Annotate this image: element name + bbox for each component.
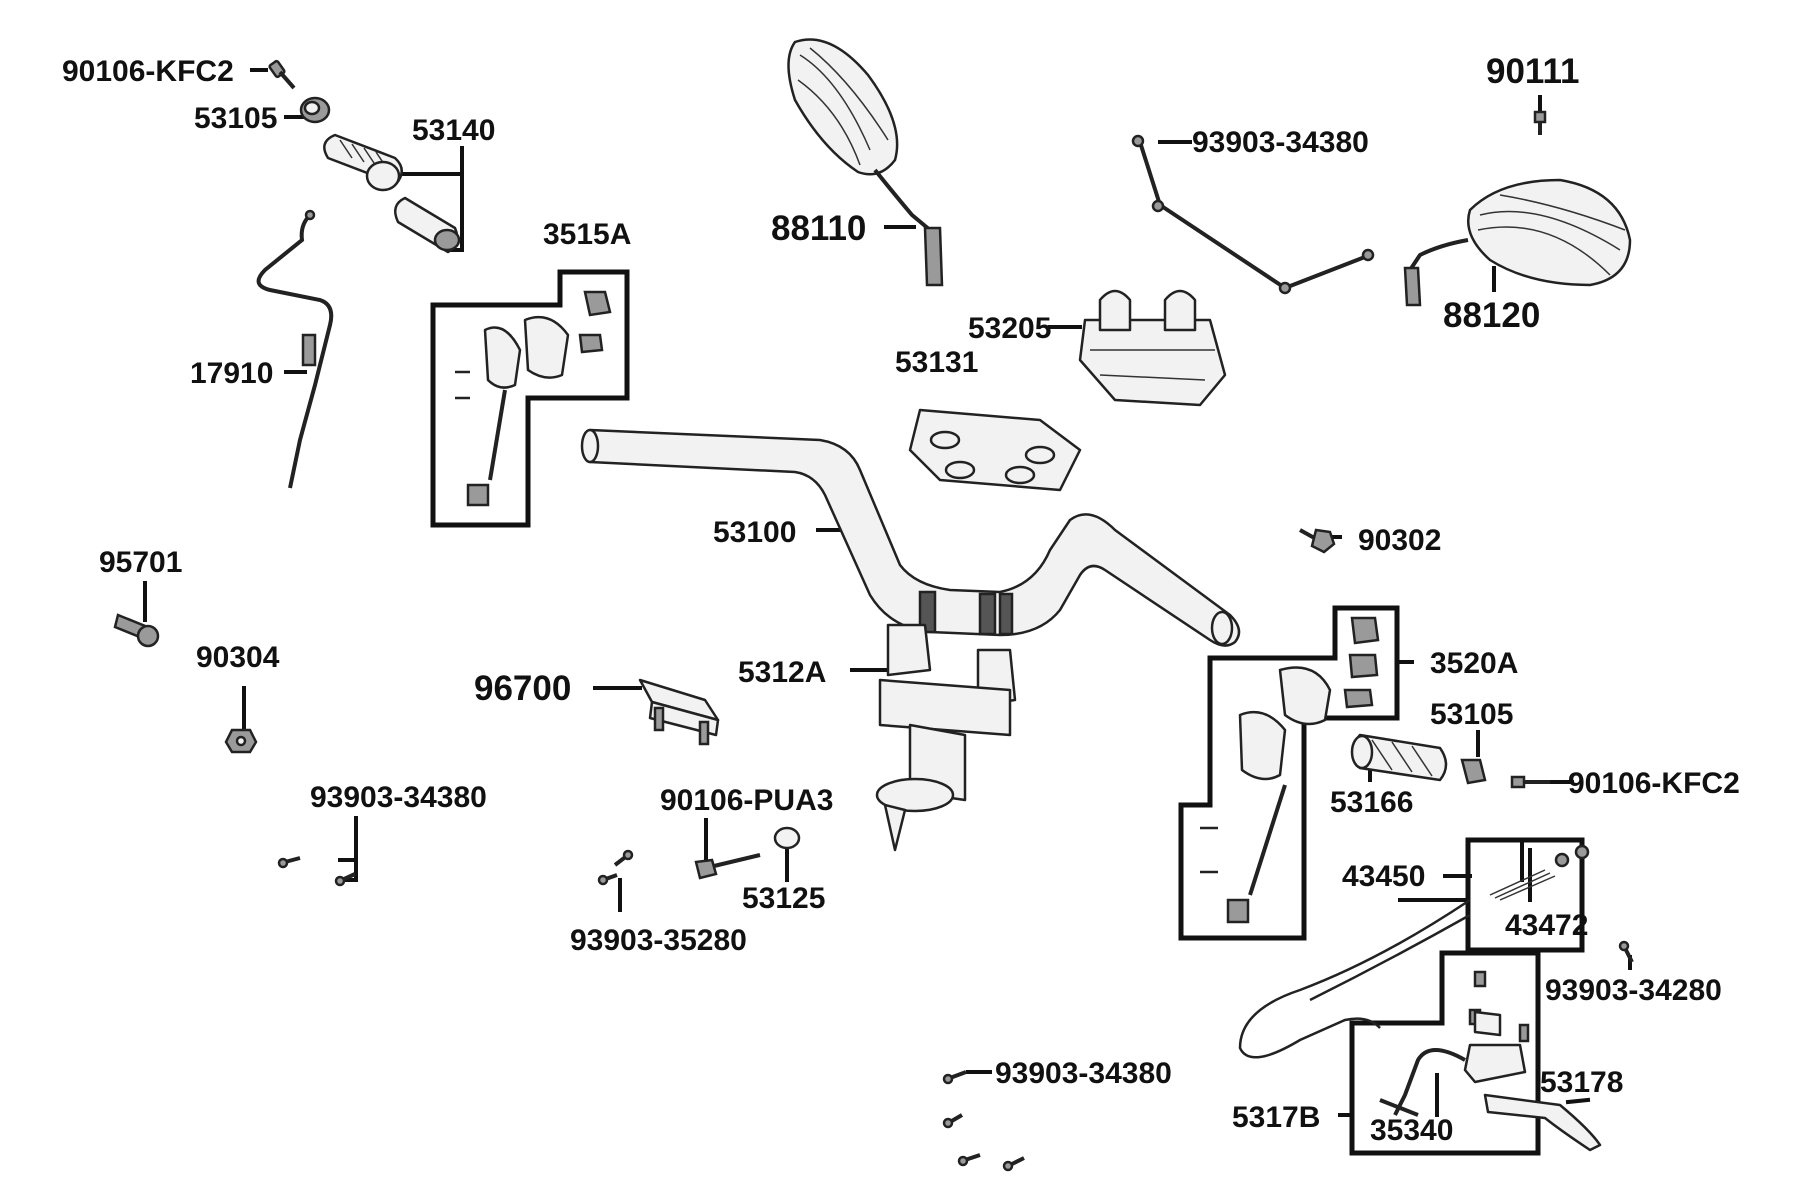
- nut-90302: [1299, 528, 1336, 554]
- screws-93903-34380-left: [277, 856, 356, 887]
- label-53166: 53166: [1330, 786, 1413, 819]
- bolt-95701: [113, 613, 160, 648]
- screw-93903-34280: [1618, 940, 1634, 963]
- label-43450: 43450: [1342, 860, 1425, 893]
- label-95701: 95701: [99, 546, 182, 579]
- label-88120: 88120: [1443, 296, 1540, 335]
- holder-5312a: [875, 623, 1017, 852]
- mirror-88120-right: [1403, 178, 1632, 307]
- label-53178: 53178: [1540, 1066, 1623, 1099]
- label-53125: 53125: [742, 882, 825, 915]
- screws-93903-35280: [597, 849, 634, 886]
- label-93903-34380-top: 93903-34380: [1192, 126, 1369, 159]
- label-53100: 53100: [713, 516, 796, 549]
- label-88110: 88110: [771, 209, 866, 248]
- group-box-3520a: [1178, 605, 1400, 941]
- label-93903-34280: 93903-34280: [1545, 974, 1722, 1007]
- label-53105-left: 53105: [194, 102, 277, 135]
- label-96700: 96700: [474, 669, 571, 708]
- label-90106-kfc2-left: 90106-KFC2: [62, 55, 234, 88]
- label-53140: 53140: [412, 114, 495, 147]
- screws-93903-34380-bottom: [942, 1070, 1025, 1172]
- bar-end-53105-right: [1460, 758, 1487, 785]
- label-93903-34380-left: 93903-34380: [310, 781, 487, 814]
- label-93903-34380-bottom: 93903-34380: [995, 1057, 1172, 1090]
- handlebar-53100: [580, 428, 1241, 647]
- label-3515a: 3515A: [543, 218, 631, 251]
- throttle-cable-17910: [256, 209, 334, 489]
- label-35340: 35340: [1370, 1114, 1453, 1147]
- label-5317b: 5317B: [1232, 1101, 1320, 1134]
- part-labels: 90106-KFC2 53105 53140 88110 93903-34380…: [62, 52, 1740, 1147]
- brake-cable-43450: [1238, 898, 1471, 1059]
- holder-53131: [908, 408, 1082, 492]
- label-90111: 90111: [1486, 52, 1579, 91]
- cover-53205: [1078, 289, 1227, 407]
- label-43472: 43472: [1505, 909, 1588, 942]
- label-53105-right: 53105: [1430, 698, 1513, 731]
- grip-53166: [1350, 733, 1448, 782]
- label-5312a: 5312A: [738, 656, 826, 689]
- adjuster-43472: [1489, 844, 1590, 901]
- bracket-96700: [638, 678, 720, 746]
- label-90302: 90302: [1358, 524, 1441, 557]
- bolt-90106-pua3: [694, 853, 761, 880]
- bolt-90111: [1533, 110, 1547, 135]
- screw-90106-kfc2-right: [1510, 775, 1550, 789]
- label-17910: 17910: [190, 357, 273, 390]
- nut-90304: [224, 728, 258, 754]
- label-53205: 53205: [968, 312, 1051, 345]
- switch-assembly-3515a: [455, 290, 612, 507]
- group-box-3515a: [430, 269, 630, 528]
- grips-53140: [323, 133, 461, 254]
- label-90106-pua3: 90106-PUA3: [660, 784, 833, 817]
- group-box-43450: [1465, 837, 1585, 953]
- leader-lines: [143, 68, 1632, 1117]
- group-box-5317b-frame: [1349, 950, 1541, 1156]
- cable-tie-93903-34380-top: [1131, 134, 1375, 295]
- label-53131: 53131: [895, 346, 978, 379]
- collar-53125: [773, 826, 801, 850]
- label-93903-35280: 93903-35280: [570, 924, 747, 957]
- brake-assembly-5317b: [1379, 970, 1602, 1152]
- screw-90106-kfc2-left: [268, 59, 296, 90]
- label-90106-kfc2-right: 90106-KFC2: [1568, 767, 1740, 800]
- switch-assembly-3520a: [1200, 616, 1380, 924]
- label-90304: 90304: [196, 641, 280, 674]
- bar-end-53105-left: [299, 96, 331, 124]
- label-3520a: 3520A: [1430, 647, 1518, 680]
- mirror-88110-left: [787, 38, 944, 287]
